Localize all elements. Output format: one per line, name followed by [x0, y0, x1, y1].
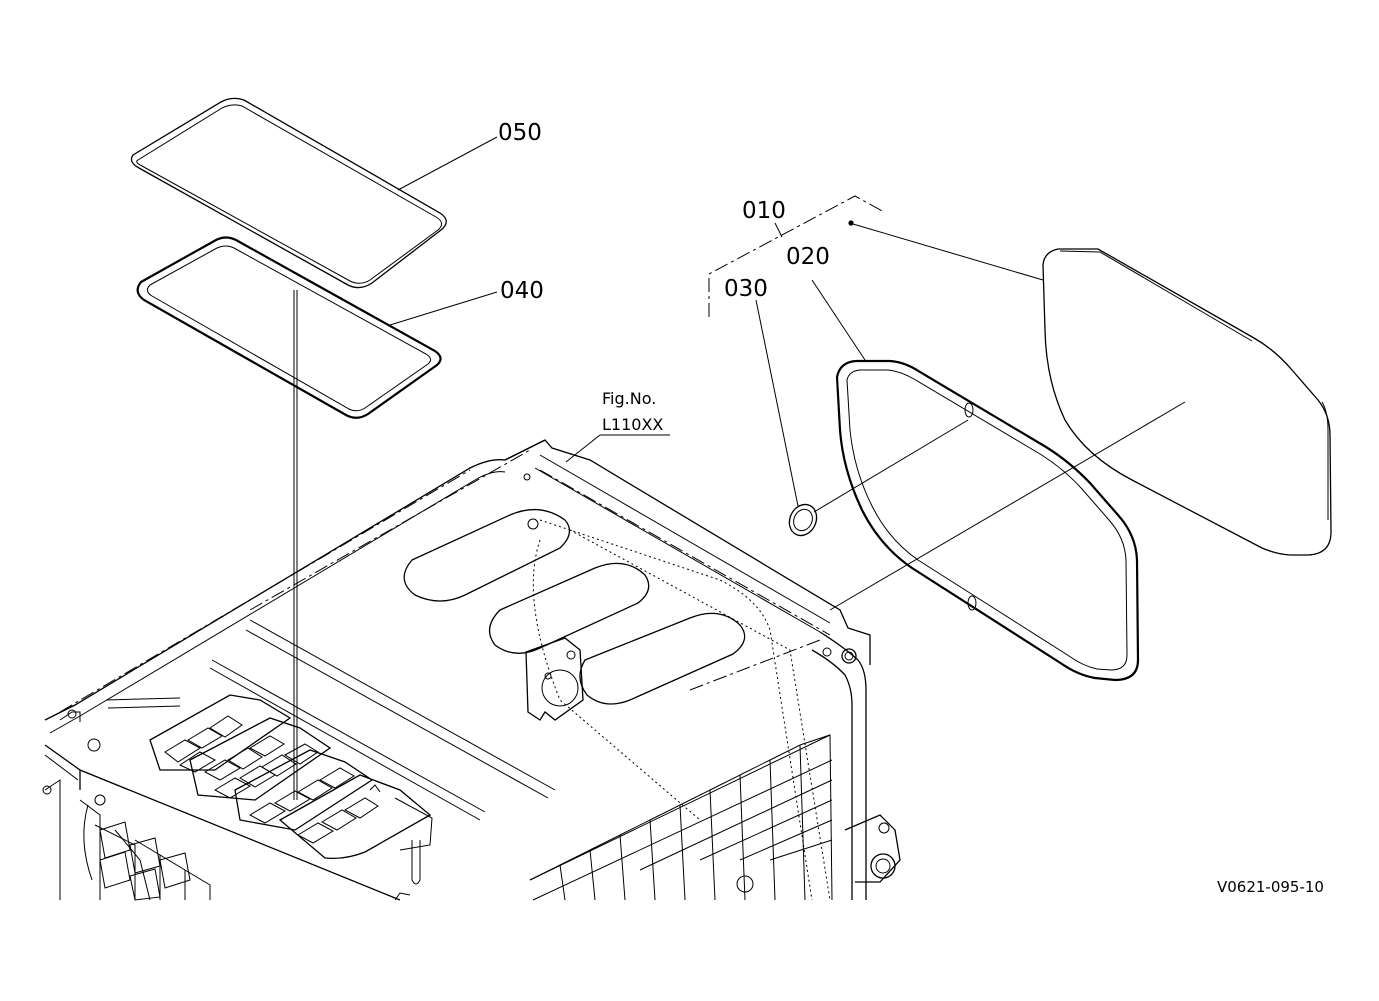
bracket-010 — [708, 195, 885, 317]
drawing-code: V0621-095-10 — [1217, 878, 1324, 896]
leader-dot-to-window — [852, 223, 1044, 281]
label-020: 020 — [786, 244, 830, 270]
leader-040 — [389, 291, 498, 326]
part-040-seal[interactable] — [136, 236, 442, 419]
line-020-to-030 — [813, 419, 969, 513]
leader-010 — [774, 222, 783, 238]
leader-020 — [811, 279, 866, 361]
part-050-panel[interactable] — [130, 97, 447, 289]
assembly-line-diagonal — [829, 401, 1186, 611]
leader-fig — [565, 434, 601, 463]
label-050: 050 — [498, 120, 542, 146]
part-020-frame-seal[interactable] — [835, 359, 1140, 682]
part-030-ring[interactable] — [784, 500, 821, 540]
rear-window-glass[interactable] — [1042, 248, 1332, 556]
figure-ref-line1: Fig.No. — [602, 389, 656, 408]
label-010: 010 — [742, 198, 786, 224]
leader-050 — [397, 136, 498, 191]
label-030: 030 — [724, 276, 768, 302]
cab-roof-assembly — [42, 439, 901, 901]
label-040: 040 — [500, 278, 544, 304]
leader-030 — [755, 299, 799, 507]
dot-marker — [848, 220, 854, 226]
figure-ref-line2: L110XX — [602, 415, 663, 434]
